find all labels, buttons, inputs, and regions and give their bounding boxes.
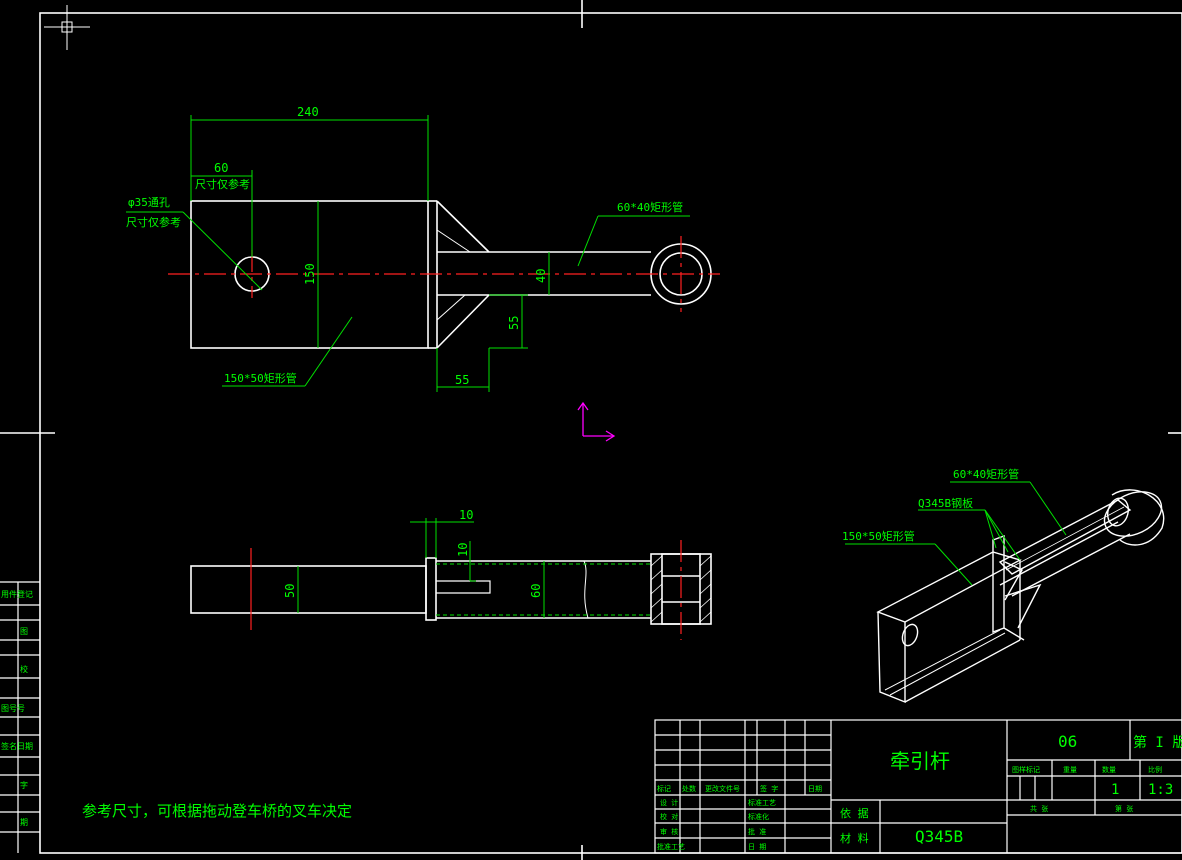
qty-col: 数量 (1102, 765, 1116, 774)
sign-row-1: 校 对 (660, 812, 678, 821)
material-value: Q345B (915, 827, 963, 846)
dim-10-top: 10 (459, 508, 473, 522)
weight-header: 图样标记 (1012, 765, 1040, 774)
dim-40: 40 (534, 269, 548, 283)
label-tube-large: 150*50矩形管 (224, 371, 297, 385)
strip-label-2: 校 (20, 664, 28, 674)
sign-row-2: 审 核 (660, 827, 678, 836)
sign-row-3: 批准工艺 (657, 842, 685, 851)
front-view-hatch (650, 555, 712, 623)
sheets-total: 共 张 (1030, 804, 1048, 813)
dim-50: 50 (283, 584, 297, 598)
scale-value: 1:3 (1148, 782, 1173, 798)
dim-60-front: 60 (529, 584, 543, 598)
qty-value: 1 (1111, 782, 1119, 798)
rev-header-3: 签 字 (760, 784, 778, 793)
iso-label-tube-large: 150*50矩形管 (842, 529, 915, 543)
front-view-centerlines (250, 540, 682, 640)
sign-row2-1: 标准化 (748, 812, 769, 821)
iso-view-outline (876, 489, 1165, 704)
iso-view-leaders (845, 481, 1067, 586)
weight-col: 重量 (1063, 766, 1077, 774)
front-view-dimensions (297, 518, 545, 618)
drawing-note: 参考尺寸，可根据拖动登车桥的叉车决定 (82, 802, 352, 820)
sign-row-0: 设 计 (660, 798, 678, 807)
dim-60: 60 (214, 161, 228, 175)
top-view: 240 60 尺寸仅参考 φ35通孔 尺寸仅参考 150 40 55 55 60… (126, 105, 720, 392)
basis-label: 依 据 (840, 806, 869, 820)
title-block: 标记 处数 更改文件号 签 字 日期 设 计 校 对 审 核 批准工艺 标准工艺… (654, 719, 1182, 854)
iso-label-plate: Q345B钢板 (918, 496, 973, 510)
iso-view-text: 60*40矩形管 Q345B钢板 150*50矩形管 (842, 467, 1019, 543)
sheet-label: 第 I 版 (1133, 734, 1182, 751)
drawing-number: 06 (1058, 732, 1077, 751)
iso-view: 60*40矩形管 Q345B钢板 150*50矩形管 (842, 467, 1165, 704)
strip-label-6: 期 (20, 818, 28, 827)
label-tube-small: 60*40矩形管 (617, 200, 683, 214)
hole-label: φ35通孔 (128, 196, 170, 209)
strip-label-3: 图号号 (1, 704, 25, 713)
strip-label-5: 字 (20, 780, 28, 790)
front-view: 10 10 50 60 (190, 508, 712, 640)
top-view-dimensions (126, 115, 690, 392)
top-view-dim-text: 240 60 尺寸仅参考 φ35通孔 尺寸仅参考 150 40 55 55 60… (126, 105, 683, 387)
sign-row2-2: 批 准 (748, 827, 766, 836)
dim-55-horizontal: 55 (455, 373, 469, 387)
sign-row2-0: 标准工艺 (748, 798, 776, 807)
hole-note: 尺寸仅参考 (126, 215, 181, 229)
top-view-centerlines (168, 236, 720, 312)
sign-row2-3: 日 期 (748, 843, 766, 851)
rev-header-0: 标记 (657, 784, 671, 793)
left-strip: 用件登记 图 校 图号号 签名日期 字 期 (0, 581, 40, 853)
rev-header-2: 更改文件号 (705, 784, 740, 793)
iso-label-tube-small: 60*40矩形管 (953, 467, 1019, 481)
dim-240: 240 (297, 105, 319, 119)
rev-header-4: 日期 (808, 785, 822, 793)
dim-60-note: 尺寸仅参考 (195, 177, 250, 191)
material-label: 材 料 (840, 831, 869, 845)
strip-label-0: 用件登记 (1, 589, 33, 599)
sheet-no: 第 张 (1115, 804, 1133, 813)
scale-col: 比例 (1148, 765, 1162, 774)
strip-label-4: 签名日期 (1, 741, 33, 751)
ucs-icon (577, 401, 616, 442)
dim-55-vertical: 55 (507, 316, 521, 330)
part-name: 牵引杆 (890, 749, 950, 773)
crosshair-cursor-icon (44, 5, 90, 50)
dim-10-side: 10 (456, 543, 470, 557)
dim-150: 150 (303, 263, 317, 285)
front-view-dim-text: 10 10 50 60 (283, 508, 543, 598)
strip-label-1: 图 (20, 627, 28, 636)
rev-header-1: 处数 (682, 784, 696, 793)
